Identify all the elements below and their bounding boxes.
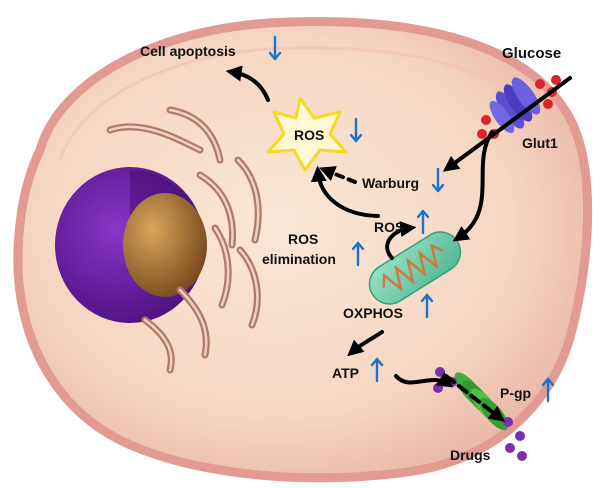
label-ros-elimination-line1: ROS xyxy=(288,231,318,247)
indicator-atp-up-arrow-icon xyxy=(370,357,384,383)
label-cell-apoptosis: Cell apoptosis xyxy=(140,43,236,59)
indicator-pgp-up-arrow-icon xyxy=(541,377,555,403)
label-glut1: Glut1 xyxy=(522,135,558,151)
label-warburg: Warburg xyxy=(362,175,419,191)
label-ros-star: ROS xyxy=(294,127,324,143)
indicator-cell-apoptosis-down-arrow-icon xyxy=(268,35,282,61)
nucleolus xyxy=(123,193,207,297)
pathway-arrows xyxy=(225,65,572,422)
indicator-arrows xyxy=(268,35,555,403)
label-ros-elimination-line2: elimination xyxy=(262,251,336,267)
indicator-warburg-down-arrow-icon xyxy=(431,167,445,193)
indicator-ros-elimination-up-arrow-icon xyxy=(351,241,365,267)
label-drugs: Drugs xyxy=(450,447,491,463)
label-glucose: Glucose xyxy=(502,45,561,62)
label-ros-mid: ROS xyxy=(374,219,404,235)
label-atp: ATP xyxy=(332,365,359,381)
label-pgp: P-gp xyxy=(500,385,531,401)
indicator-ros-top-down-arrow-icon xyxy=(349,117,363,143)
label-oxphos: OXPHOS xyxy=(343,305,403,321)
nucleus xyxy=(55,167,207,323)
ros-star-icon xyxy=(266,96,348,172)
indicator-ros-mid-up-arrow-icon xyxy=(416,209,430,235)
indicator-oxphos-up-arrow-icon xyxy=(420,293,434,319)
